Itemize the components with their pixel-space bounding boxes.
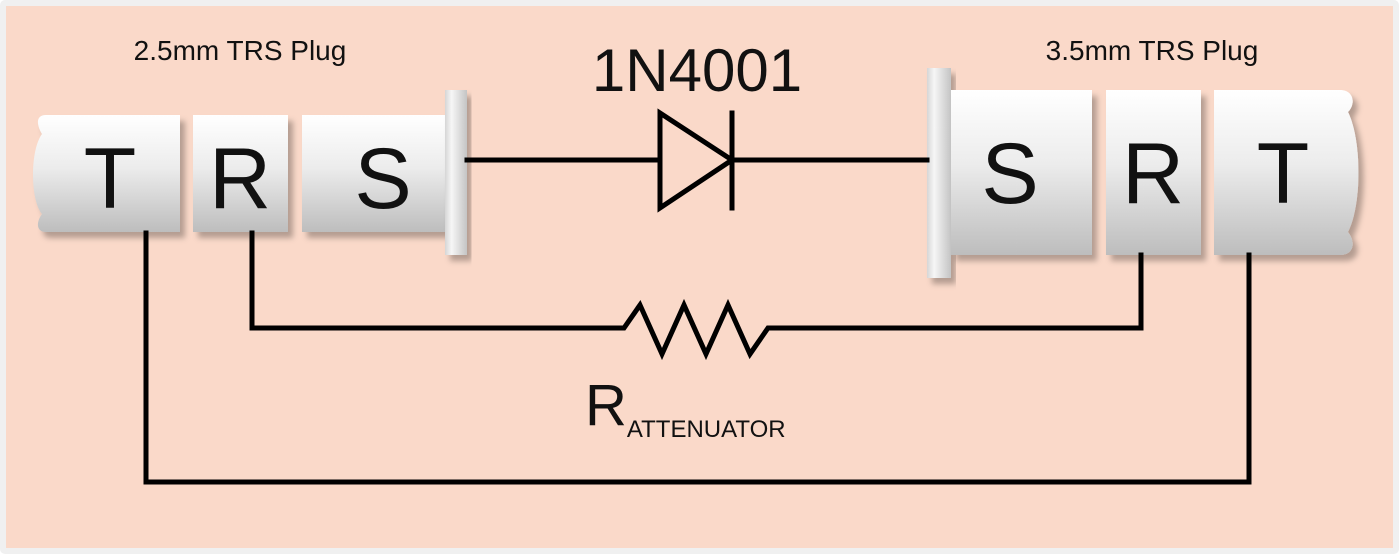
right-ring-segment xyxy=(1106,90,1201,255)
left-ring-segment xyxy=(193,115,288,232)
resistor-branch: RATTENUATOR xyxy=(249,230,1144,443)
resistor-label-sub: ATTENUATOR xyxy=(627,416,786,443)
left-sleeve-letter: S xyxy=(354,131,411,227)
tip-wire xyxy=(143,230,1252,485)
diode-branch: 1N4001 xyxy=(464,37,930,213)
diode-label: 1N4001 xyxy=(592,37,802,104)
right-tip-segment xyxy=(1214,90,1359,255)
left-sleeve-flange xyxy=(445,90,467,255)
right-sleeve-segment xyxy=(951,90,1092,255)
left-sleeve-segment xyxy=(302,115,445,232)
left-plug-label: 2.5mm TRS Plug xyxy=(134,35,347,66)
right-sleeve-letter: S xyxy=(981,126,1038,222)
right-tip-letter: T xyxy=(1257,126,1310,222)
right-plug-label: 3.5mm TRS Plug xyxy=(1046,35,1259,66)
left-tip-letter: T xyxy=(84,131,137,227)
right-ring-letter: R xyxy=(1122,126,1184,222)
right-sleeve-flange xyxy=(927,68,951,278)
left-plug: T R S 2.5mm TRS Plug xyxy=(33,35,467,255)
resistor-label-main: R xyxy=(585,373,627,438)
right-plug: S R T 3.5mm TRS Plug xyxy=(927,35,1359,278)
left-ring-letter: R xyxy=(209,131,271,227)
resistor-wire xyxy=(249,230,1144,361)
diode-symbol xyxy=(657,108,737,213)
resistor-label: RATTENUATOR xyxy=(585,373,786,443)
left-tip-segment xyxy=(33,115,180,232)
